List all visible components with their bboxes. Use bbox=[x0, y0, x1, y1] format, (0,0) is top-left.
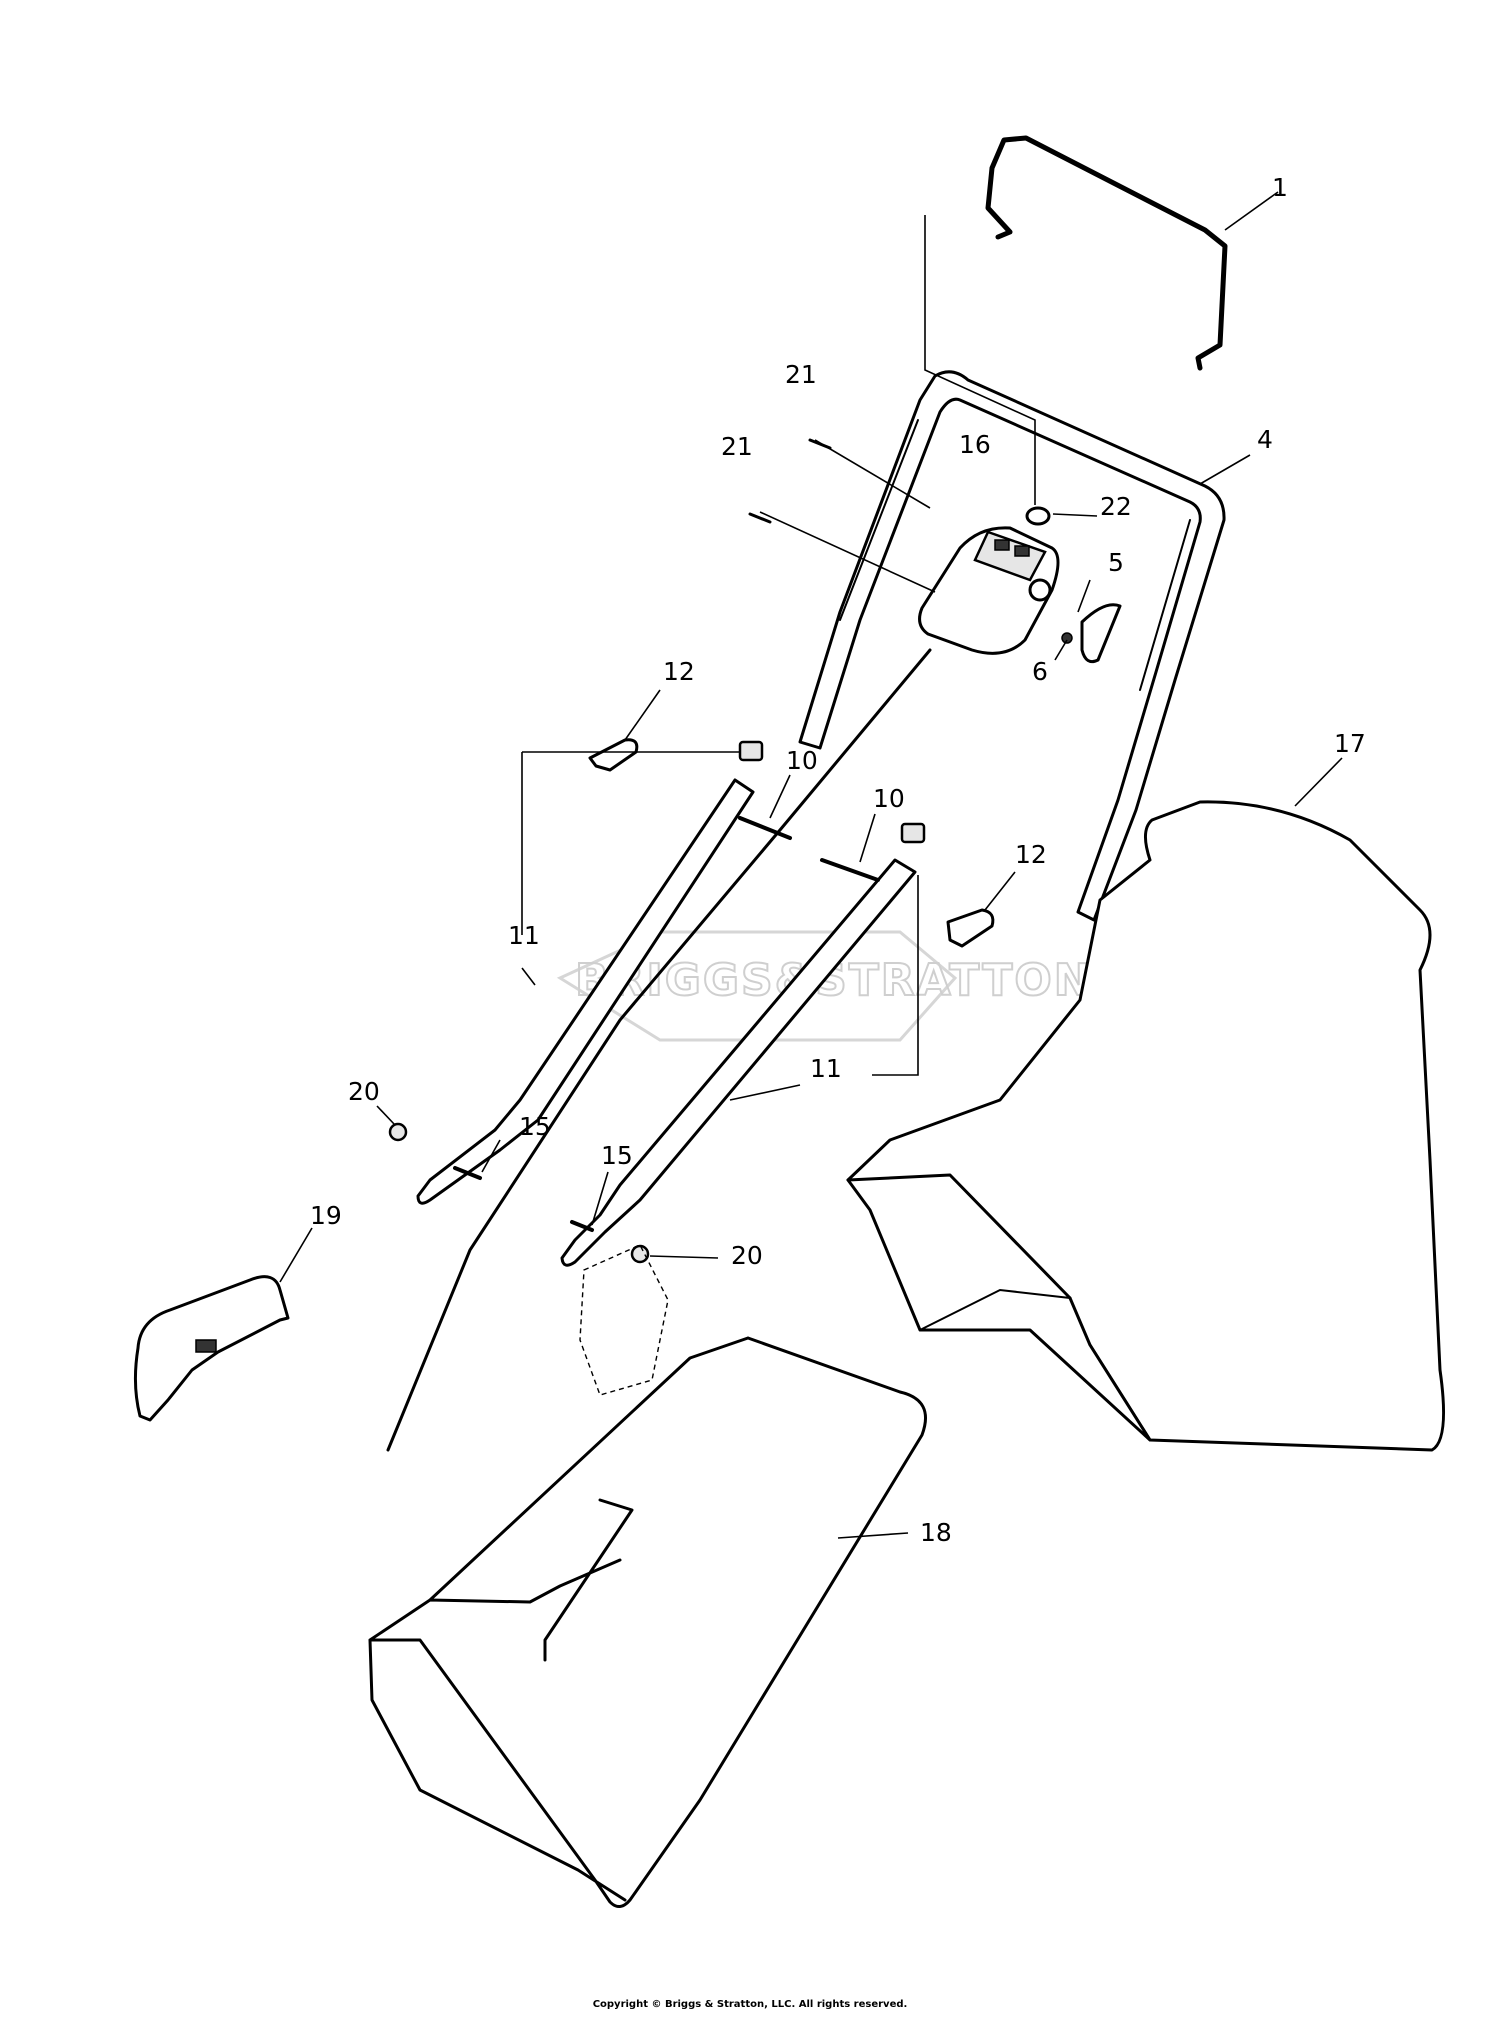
part-10-bolt-right bbox=[820, 858, 880, 882]
callout-1: 1 bbox=[1272, 173, 1288, 202]
deflector-latch bbox=[195, 1339, 217, 1353]
callout-16: 16 bbox=[959, 430, 991, 459]
callout-4: 4 bbox=[1257, 425, 1273, 454]
part-10-bolt-left bbox=[738, 816, 792, 840]
callout-21-lower: 21 bbox=[721, 432, 753, 461]
part-4-upper-handle bbox=[798, 370, 1226, 922]
upper-handle-shadow bbox=[839, 419, 1191, 691]
part-11-lower-handle-left bbox=[416, 778, 755, 1205]
callout-10-right: 10 bbox=[873, 784, 905, 813]
callout-17: 17 bbox=[1334, 729, 1366, 758]
part-16-control-box bbox=[918, 526, 1060, 655]
callout-15-left: 15 bbox=[519, 1112, 551, 1141]
callout-19: 19 bbox=[310, 1201, 342, 1230]
callout-12-left: 12 bbox=[663, 657, 695, 686]
part-21-screw-lower bbox=[748, 512, 772, 524]
callout-labels: 1 4 5 6 10 10 11 11 12 12 15 15 16 17 18… bbox=[310, 173, 1366, 1547]
part-11-lower-handle-right bbox=[560, 858, 917, 1267]
control-cable bbox=[386, 648, 932, 1452]
spring-nut-left bbox=[738, 740, 764, 762]
callout-22: 22 bbox=[1100, 492, 1132, 521]
callout-5: 5 bbox=[1108, 548, 1124, 577]
deck-bracket-phantom bbox=[579, 1244, 669, 1396]
part-22-nut bbox=[1025, 506, 1051, 526]
copyright-notice: Copyright © Briggs & Stratton, LLC. All … bbox=[592, 1999, 908, 2010]
callout-20-right: 20 bbox=[731, 1241, 763, 1270]
callout-11-right: 11 bbox=[810, 1054, 842, 1083]
callout-20-left: 20 bbox=[348, 1077, 380, 1106]
callout-15-right: 15 bbox=[601, 1141, 633, 1170]
part-20-nut-left bbox=[388, 1122, 408, 1142]
part-17-grass-bag bbox=[846, 800, 1446, 1452]
leader-lines bbox=[279, 191, 1343, 1539]
part-1-bail bbox=[985, 135, 1228, 371]
part-20-nut-right bbox=[630, 1244, 650, 1264]
callout-21-upper: 21 bbox=[785, 360, 817, 389]
part-12-knob-left bbox=[588, 738, 639, 772]
part-5-clip bbox=[1080, 603, 1122, 664]
callout-12-right: 12 bbox=[1015, 840, 1047, 869]
part-6-screw bbox=[1061, 632, 1073, 644]
part-15-bolt-right bbox=[570, 1220, 594, 1232]
part-18-bag-frame bbox=[368, 1336, 927, 1908]
callout-10-left: 10 bbox=[786, 746, 818, 775]
callout-18: 18 bbox=[920, 1518, 952, 1547]
part-12-knob-right bbox=[946, 908, 995, 948]
callout-6: 6 bbox=[1032, 657, 1048, 686]
part-15-bolt-left bbox=[453, 1166, 482, 1180]
spring-nut-right bbox=[900, 822, 926, 844]
callout-11-left: 11 bbox=[508, 921, 540, 950]
